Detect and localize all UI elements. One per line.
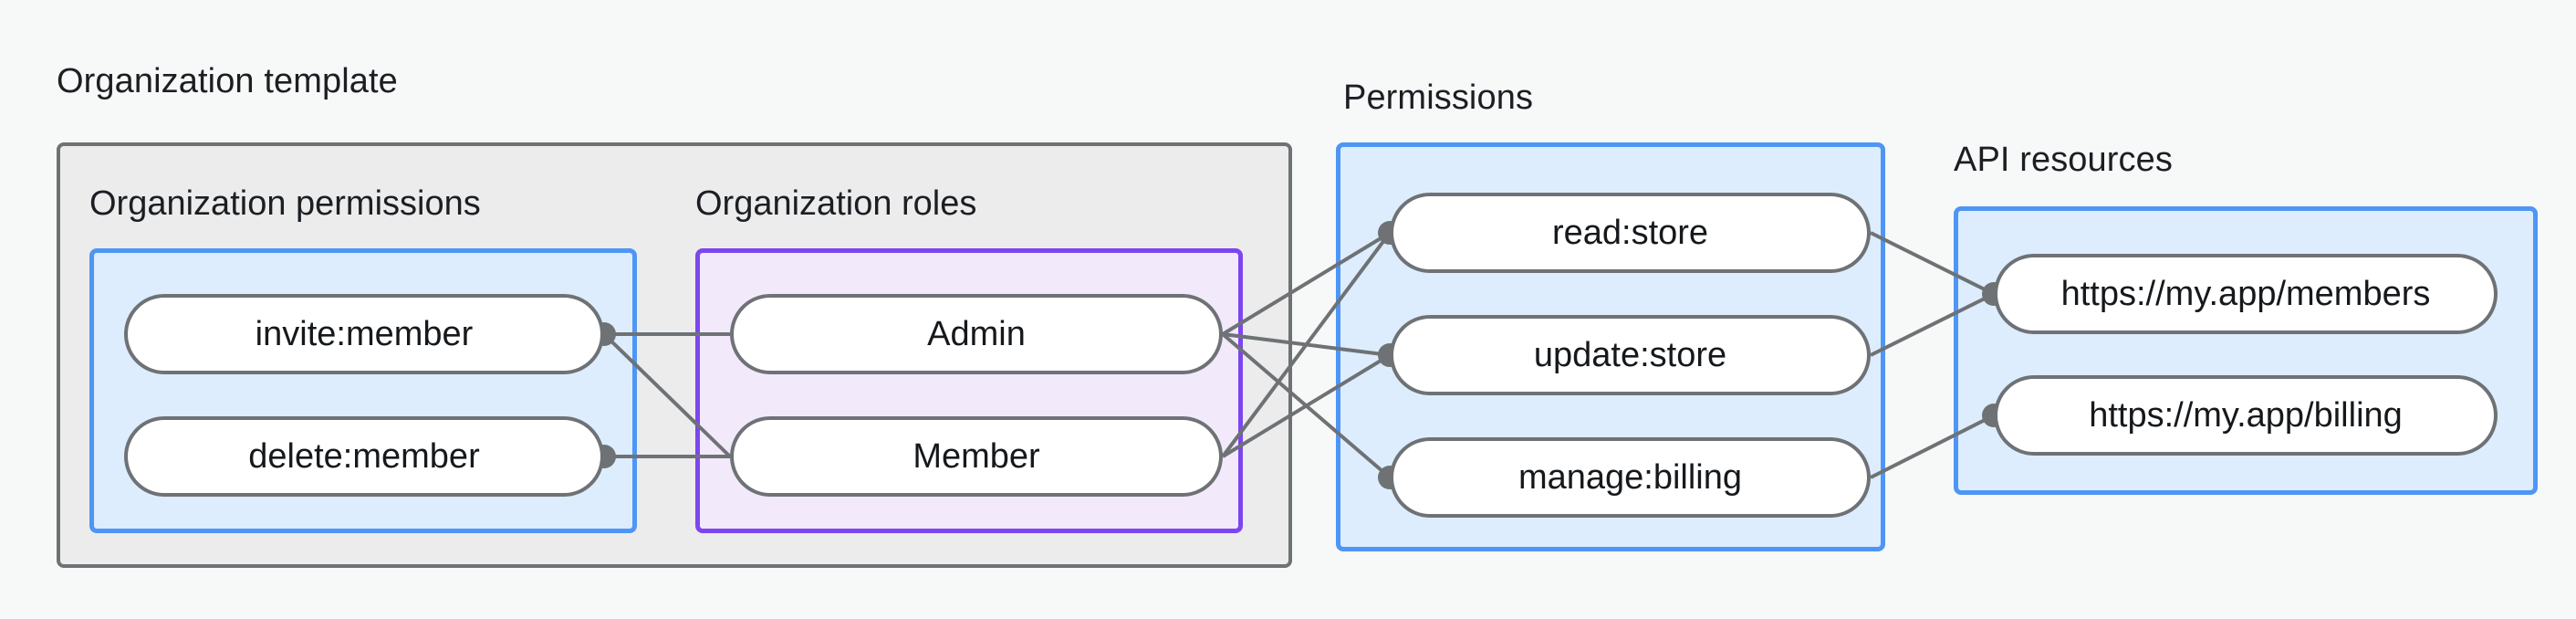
organization-roles-title: Organization roles [695,184,977,223]
node-invite-member[interactable]: invite:member [124,294,604,374]
permissions-title: Permissions [1343,79,1534,117]
node-update-store[interactable]: update:store [1390,315,1871,395]
node-member[interactable]: Member [730,416,1223,497]
api-resources-title: API resources [1954,141,2173,179]
node-api-billing[interactable]: https://my.app/billing [1994,375,2498,456]
node-delete-member[interactable]: delete:member [124,416,604,497]
organization-permissions-title: Organization permissions [89,184,481,223]
organization-template-title: Organization template [57,62,398,100]
node-api-members[interactable]: https://my.app/members [1994,254,2498,334]
node-admin[interactable]: Admin [730,294,1223,374]
node-manage-billing[interactable]: manage:billing [1390,437,1871,518]
node-read-store[interactable]: read:store [1390,193,1871,273]
